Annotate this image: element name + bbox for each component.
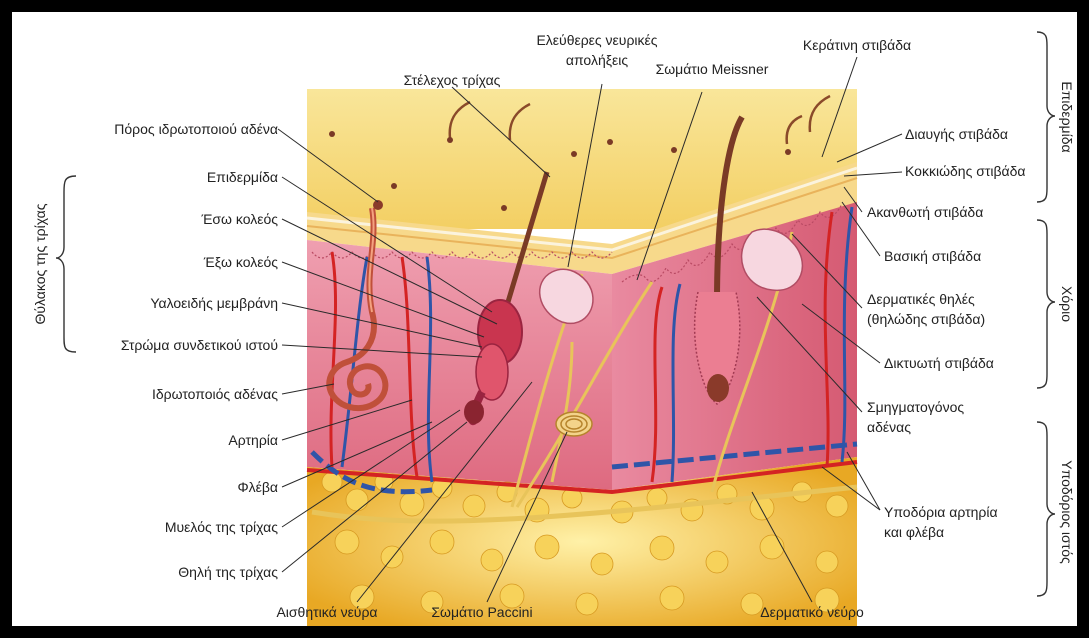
skin-illustration [307,89,857,626]
right-bracket-epidermis [1037,32,1055,202]
right-labels: Διαυγής στιβάδα Κοκκιώδης στιβάδα Ακανθω… [867,126,1026,540]
label-reticular-layer: Δικτυωτή στιβάδα [884,355,994,371]
label-hair-papilla: Θηλή της τρίχας [178,564,278,580]
label-sebaceous-1: Σμηγματογόνος [867,399,964,415]
top-labels: Στέλεχος τρίχας Ελεύθερες νευρικές απολή… [404,32,912,88]
label-dermal-papillae-2: (θηλώδης στιβάδα) [867,311,985,327]
pacinian-corpuscle [556,412,592,436]
bracket-label-hypodermis: Υποδόριος ιστός [1059,460,1075,564]
label-sebaceous-2: αδένας [867,419,911,435]
bracket-label-epidermis: Επιδερμίδα [1059,81,1075,152]
label-outer-sheath: Έξω κολεός [203,254,278,270]
label-stratum-basale: Βασική στιβάδα [884,248,981,264]
label-sensory-nerves: Αισθητικά νεύρα [276,604,377,620]
label-artery: Αρτηρία [228,432,278,448]
label-pacinian: Σωμάτιο Paccini [431,604,532,620]
label-connective-layer: Στρώμα συνδετικού ιστού [121,337,278,353]
label-subcutaneous-vessels-2: και φλέβα [884,524,944,540]
label-inner-sheath: Έσω κολεός [200,211,278,227]
right-bracket-dermis [1037,220,1055,388]
left-labels: Πόρος ιδρωτοποιού αδένα Επιδερμίδα Έσω κ… [114,121,278,580]
label-subcutaneous-vessels-1: Υποδόρια αρτηρία [884,504,998,520]
label-stratum-granulosum: Κοκκιώδης στιβάδα [905,163,1026,179]
label-stratum-lucidum: Διαυγής στιβάδα [905,126,1008,142]
label-epidermis-left: Επιδερμίδα [207,169,278,185]
label-stratum-spinosum: Ακανθωτή στιβάδα [867,204,983,220]
bracket-label-hair-follicle: Θύλακος της τρίχας [32,203,48,324]
label-free-nerve-endings-1: Ελεύθερες νευρικές [536,32,657,48]
label-free-nerve-endings-2: απολήξεις [566,52,628,68]
right-bracket-hypodermis [1037,422,1055,596]
diagram-frame: Πόρος ιδρωτοποιού αδένα Επιδερμίδα Έσω κ… [12,12,1077,626]
label-hair-medulla: Μυελός της τρίχας [165,519,278,535]
label-stratum-corneum: Κεράτινη στιβάδα [803,37,911,53]
label-dermal-nerve: Δερματικό νεύρο [760,604,864,620]
label-dermal-papillae-1: Δερματικές θηλές [867,291,975,307]
label-vein: Φλέβα [237,479,278,495]
label-hyaline-membrane: Υαλοειδής μεμβράνη [150,295,278,311]
label-sweat-pore: Πόρος ιδρωτοποιού αδένα [114,121,278,137]
skin-diagram: Πόρος ιδρωτοποιού αδένα Επιδερμίδα Έσω κ… [12,12,1077,626]
label-hair-shaft: Στέλεχος τρίχας [404,72,501,88]
left-bracket [56,176,76,352]
bracket-label-dermis: Χόριο [1059,286,1075,322]
label-meissner: Σωμάτιο Meissner [656,61,769,77]
label-sweat-gland: Ιδρωτοποιός αδένας [152,386,278,402]
